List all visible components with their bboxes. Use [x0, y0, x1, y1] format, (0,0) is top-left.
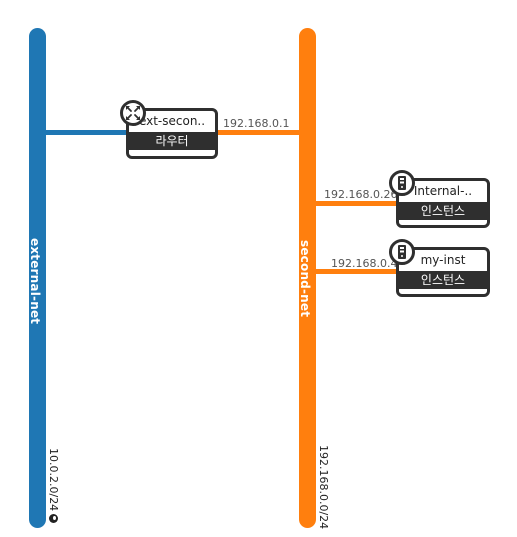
router-node[interactable]: ext-secon.. 라우터 [126, 108, 218, 159]
instance-link-1 [314, 201, 400, 206]
router-link-second [214, 130, 302, 135]
network-cidr-external-net: 10.0.2.0/24 [47, 448, 60, 524]
network-name-external-net: external-net [28, 238, 42, 325]
instance-link-2 [314, 269, 400, 274]
instance-type-label-2: 인스턴스 [399, 271, 487, 289]
cidr-text: 10.0.2.0/24 [47, 448, 60, 512]
globe-icon [49, 514, 58, 524]
server-icon [389, 170, 415, 196]
instance-node-1[interactable]: Internal-.. 인스턴스 [396, 178, 490, 228]
instance-name-1: Internal-.. [413, 184, 473, 198]
network-bar-second-net[interactable] [299, 28, 316, 528]
network-bar-external-net[interactable] [29, 28, 46, 528]
network-cidr-second-net: 192.168.0.0/24 [317, 445, 330, 530]
instance-ip-1: 192.168.0.26 [324, 188, 398, 201]
router-type-label: 라우터 [129, 132, 215, 150]
instance-type-label-1: 인스턴스 [399, 202, 487, 220]
router-ip: 192.168.0.1 [223, 117, 290, 130]
network-name-second-net: second-net [298, 240, 312, 318]
router-icon [120, 100, 146, 126]
server-icon [389, 239, 415, 265]
router-link-external [44, 130, 128, 135]
instance-name-2: my-inst [420, 253, 466, 267]
instance-ip-2: 192.168.0.4 [331, 257, 398, 270]
router-name: ext-secon.. [138, 114, 206, 128]
